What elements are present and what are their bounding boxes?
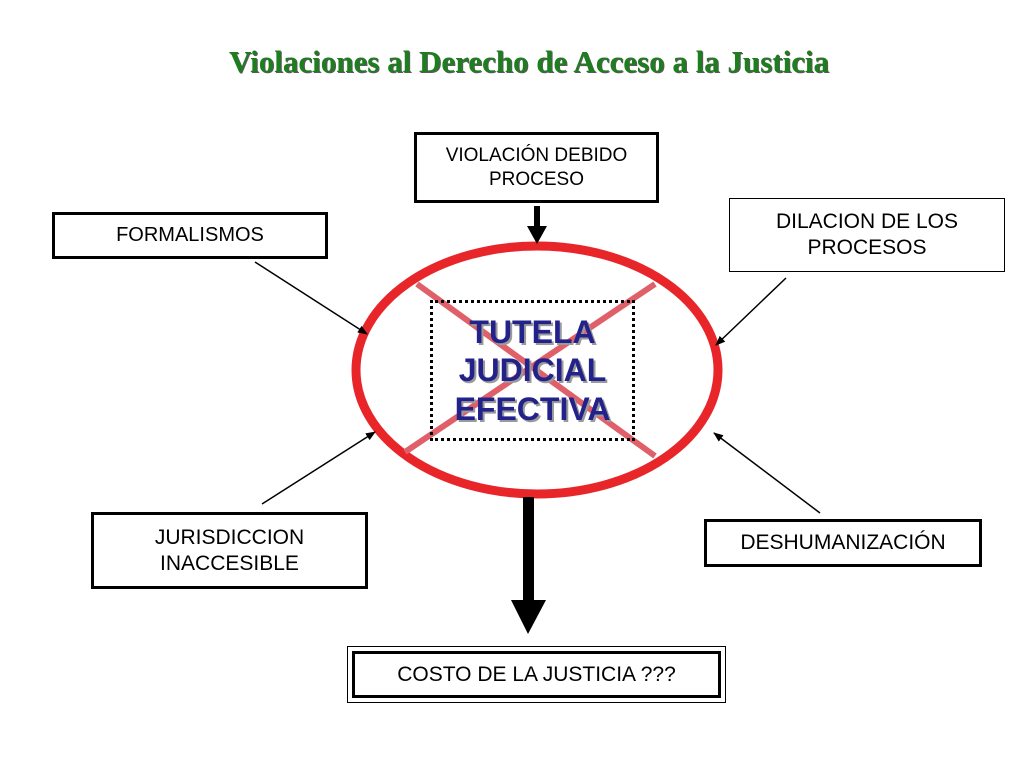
node-deshumanizacion: DESHUMANIZACIÓN xyxy=(704,519,982,567)
core-concept-box: TUTELA JUDICIAL EFECTIVA xyxy=(430,300,635,441)
cross-line-b xyxy=(403,281,657,455)
arrow-formalismos xyxy=(254,261,368,335)
arrow-costo-shaft xyxy=(523,497,534,603)
core-ellipse xyxy=(351,241,723,499)
core-line-3: EFECTIVA xyxy=(454,390,611,427)
cross-line-a xyxy=(415,281,657,459)
arrow-costo-head xyxy=(511,600,546,634)
node-costo-justicia: COSTO DE LA JUSTICIA ??? xyxy=(347,646,726,703)
arrow-deshumanizacion xyxy=(713,432,821,514)
page-title: Violaciones al Derecho de Acceso a la Ju… xyxy=(228,44,830,79)
core-line-1: TUTELA xyxy=(469,313,596,350)
node-formalismos: FORMALISMOS xyxy=(52,212,328,259)
arrow-dilacion xyxy=(715,277,787,346)
node-costo-justicia-label: COSTO DE LA JUSTICIA ??? xyxy=(352,651,721,698)
node-dilacion-procesos: DILACION DE LOS PROCESOS xyxy=(729,198,1005,272)
arrow-violacion-head xyxy=(527,226,547,244)
node-violacion-debido-proceso: VIOLACIÓN DEBIDO PROCESO xyxy=(414,132,659,203)
core-concept-text: TUTELA JUDICIAL EFECTIVA xyxy=(455,313,611,428)
arrow-jurisdiccion xyxy=(261,431,376,505)
core-line-2: JUDICIAL xyxy=(458,352,607,389)
node-jurisdiccion-inaccesible: JURISDICCION INACCESIBLE xyxy=(91,512,368,589)
